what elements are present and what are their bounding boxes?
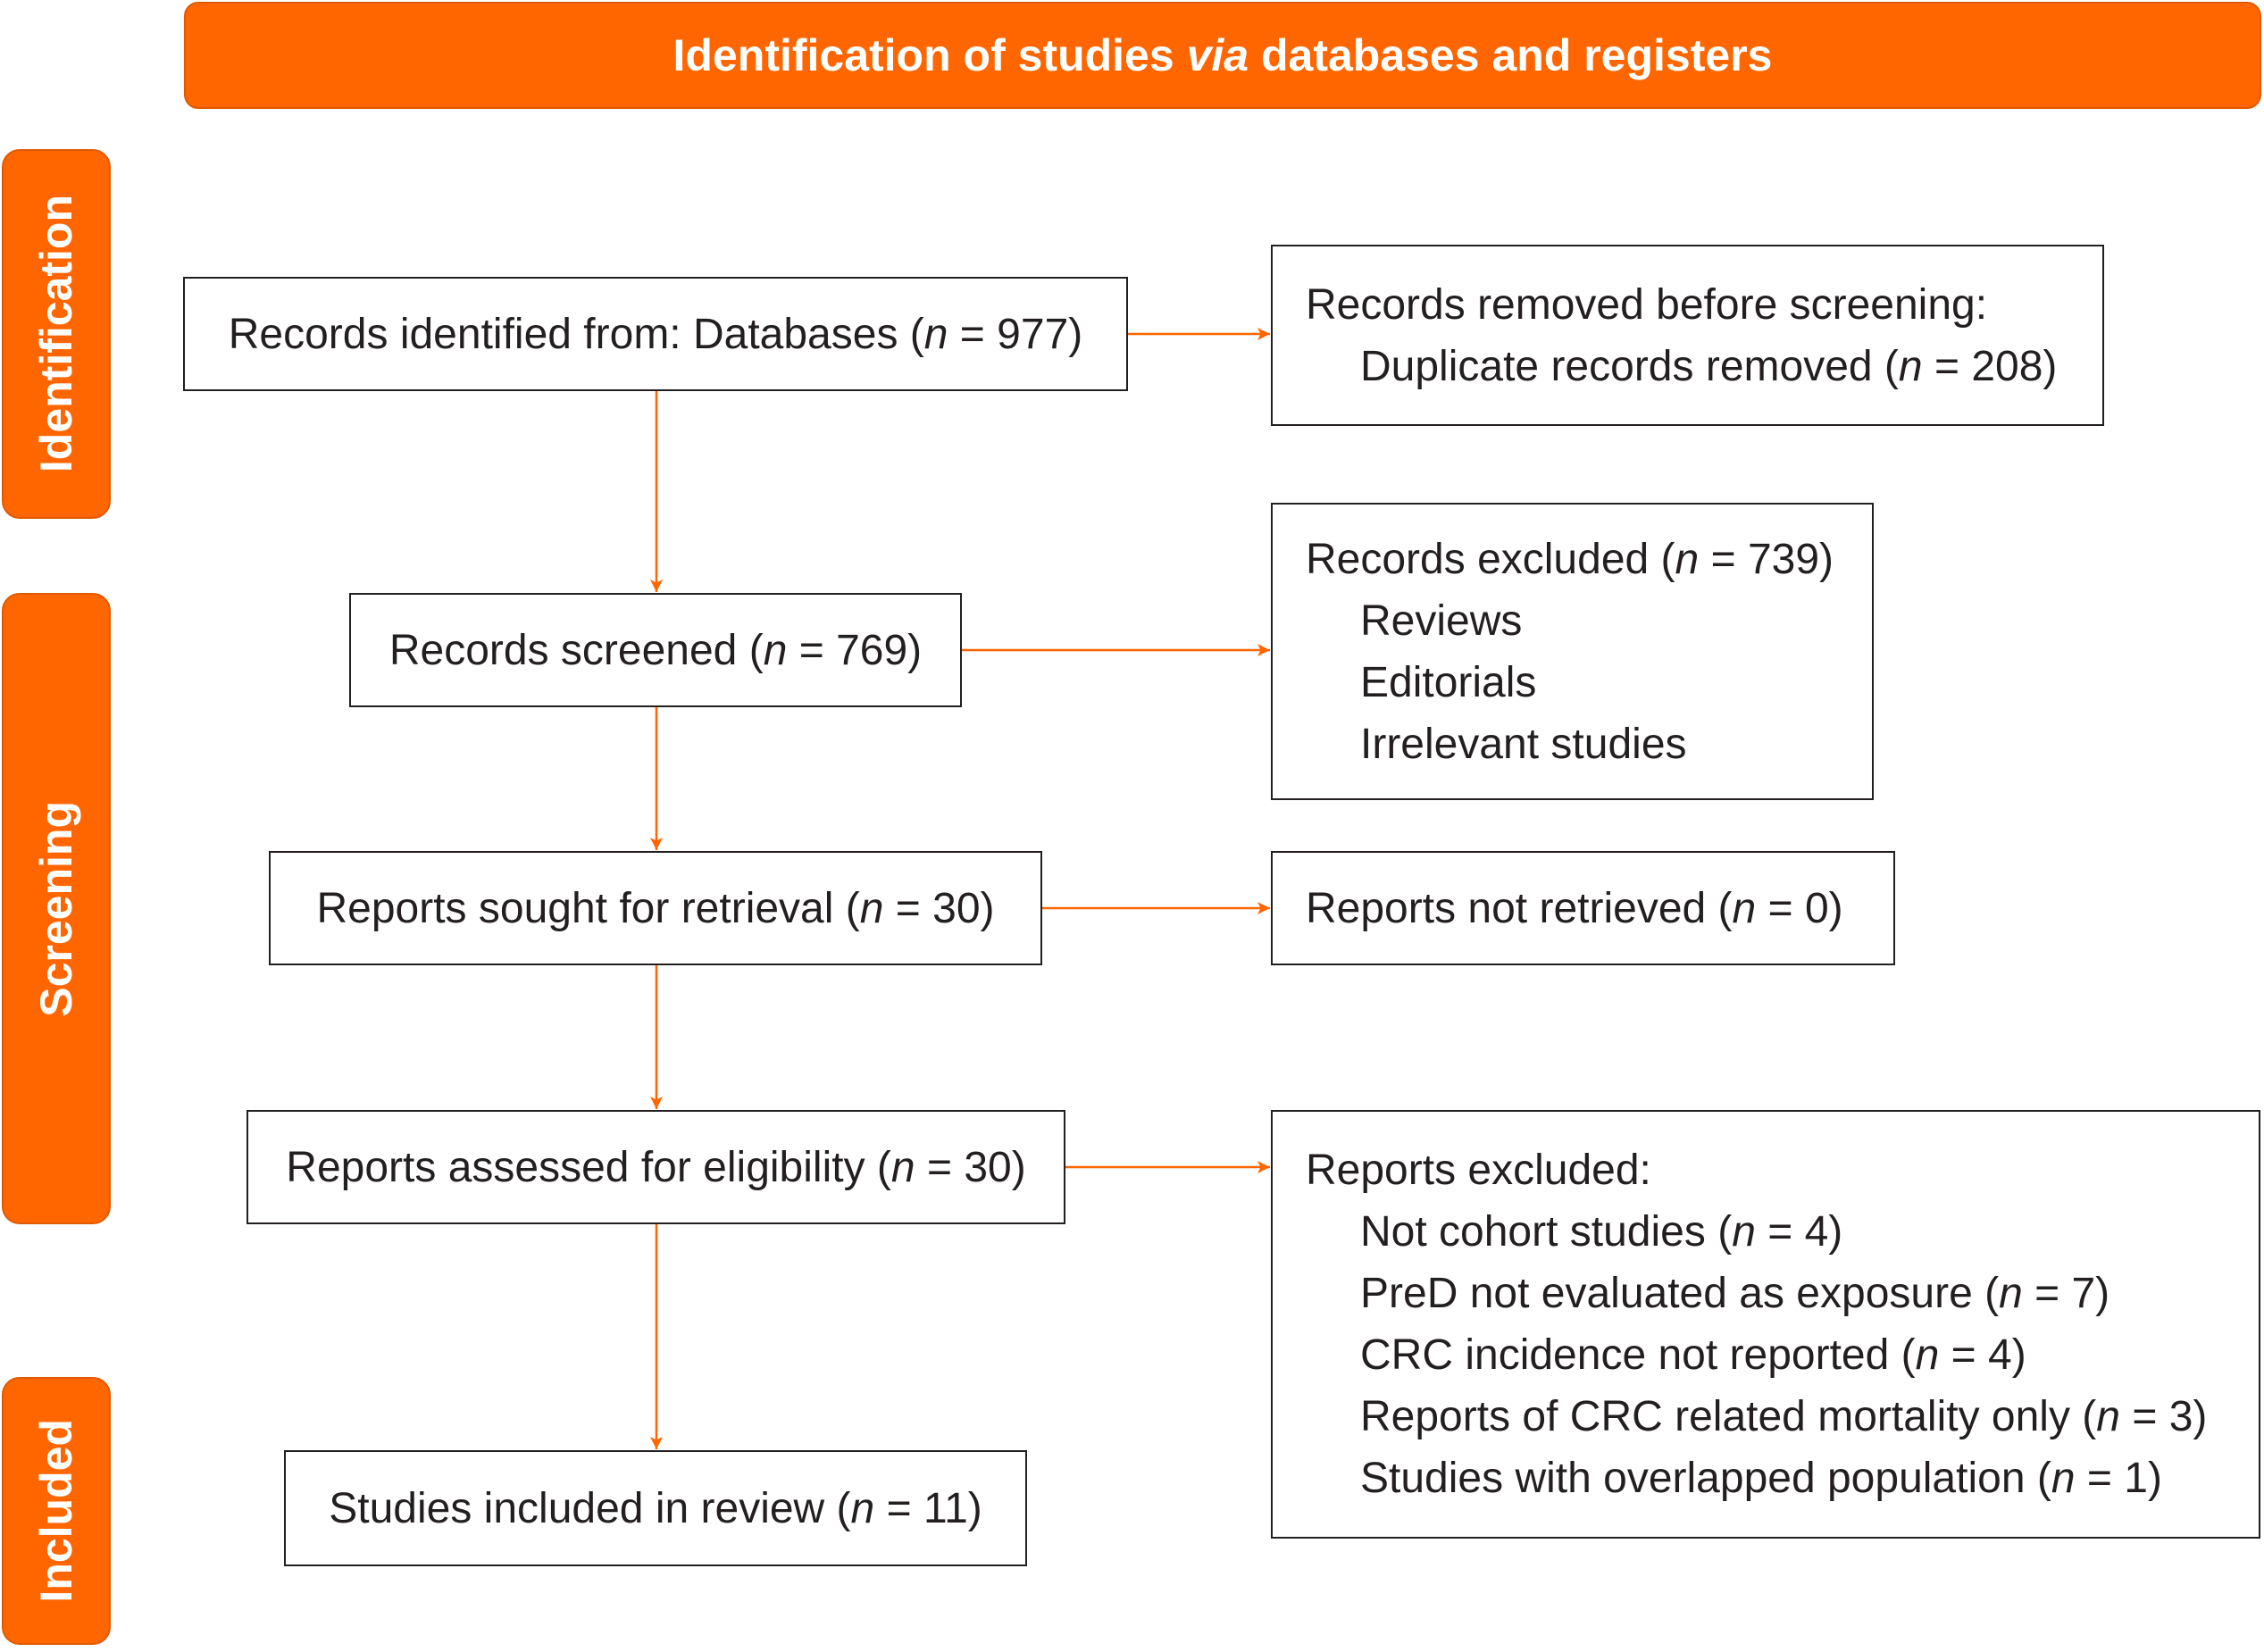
box-text-prefix: Studies included in review ( <box>329 1484 851 1532</box>
sample-size-symbol: n <box>890 1143 915 1191</box>
identification-header-banner: Identification of studies via databases … <box>184 2 2261 109</box>
sample-size-symbol: n <box>2096 1393 2120 1440</box>
phase-identification: Identification <box>2 149 111 519</box>
list-item: Not cohort studies (n = 4) <box>1306 1201 2259 1263</box>
list-item: Editorials <box>1360 658 1537 706</box>
list-item: Duplicate records removed (n = 208) <box>1306 336 2102 397</box>
box-text-prefix: Records identified from: Databases ( <box>228 310 924 358</box>
records-removed-box: Records removed before screening: Duplic… <box>1271 245 2104 426</box>
list-item: PreD not evaluated as exposure (n = 7) <box>1306 1263 2259 1324</box>
sample-size-symbol: n <box>859 884 884 932</box>
list-item: Irrelevant studies <box>1360 720 1687 768</box>
header-title-emphasis: via <box>1186 30 1249 80</box>
phase-included: Included <box>2 1377 111 1645</box>
item-text-count: = 0) <box>1756 884 1843 932</box>
studies-included-text: Studies included in review (n = 11) <box>329 1478 982 1539</box>
phase-included-label: Included <box>31 1419 81 1603</box>
item-text-count: = 3) <box>2119 1393 2208 1440</box>
item-text-count: = 4) <box>1939 1331 2026 1379</box>
box-text-count: = 11) <box>874 1484 982 1532</box>
box-text-count: = 30) <box>883 884 995 932</box>
sample-size-symbol: n <box>2051 1455 2076 1502</box>
list-item: CRC incidence not reported (n = 4) <box>1306 1324 2259 1386</box>
header-title-start: Identification of studies <box>673 30 1187 80</box>
list-item: Reviews <box>1360 597 1523 645</box>
box-text-prefix: Reports sought for retrieval ( <box>316 884 860 932</box>
phase-screening-label: Screening <box>31 800 81 1017</box>
records-screened-box: Records screened (n = 769) <box>349 593 962 707</box>
list-item: Reports of CRC related mortality only (n… <box>1306 1386 2259 1448</box>
reports-not-retrieved-box: Reports not retrieved (n = 0) <box>1271 851 1895 965</box>
item-text-prefix: Studies with overlapped population ( <box>1360 1455 2051 1502</box>
item-text-prefix: Reports not retrieved ( <box>1306 884 1733 932</box>
item-text-count: = 4) <box>1755 1208 1843 1256</box>
item-text-prefix: Reports of CRC related mortality only ( <box>1360 1393 2097 1440</box>
records-identified-box: Records identified from: Databases (n = … <box>183 277 1128 391</box>
item-text-count: = 208) <box>1922 342 2058 390</box>
box-text-count: = 769) <box>787 626 923 674</box>
item-text-prefix: CRC incidence not reported ( <box>1360 1331 1916 1379</box>
reports-assessed-box: Reports assessed for eligibility (n = 30… <box>246 1110 1065 1224</box>
reports-sought-text: Reports sought for retrieval (n = 30) <box>316 878 994 939</box>
item-text-prefix: PreD not evaluated as exposure ( <box>1360 1270 2000 1317</box>
sample-size-symbol: n <box>1732 1208 1756 1256</box>
box-text-prefix: Records screened ( <box>388 626 764 674</box>
phase-identification-label: Identification <box>31 195 81 473</box>
reports-excluded-title: Reports excluded: <box>1306 1147 1651 1194</box>
reports-not-retrieved-text: Reports not retrieved (n = 0) <box>1306 878 1893 939</box>
sample-size-symbol: n <box>763 626 788 674</box>
records-excluded-title: Records excluded (n = 739) <box>1306 529 1872 590</box>
item-text-count: = 739) <box>1699 535 1834 583</box>
item-text-count: = 1) <box>2075 1455 2162 1502</box>
sample-size-symbol: n <box>1732 884 1757 932</box>
item-text-count: = 7) <box>2022 1270 2110 1317</box>
reports-excluded-box: Reports excluded: Not cohort studies (n … <box>1271 1110 2260 1539</box>
studies-included-box: Studies included in review (n = 11) <box>284 1450 1027 1566</box>
box-text-prefix: Reports assessed for eligibility ( <box>286 1143 891 1191</box>
reports-assessed-text: Reports assessed for eligibility (n = 30… <box>286 1137 1025 1198</box>
sample-size-symbol: n <box>850 1484 875 1532</box>
records-identified-text: Records identified from: Databases (n = … <box>229 304 1083 365</box>
list-item: Studies with overlapped population (n = … <box>1306 1448 2259 1509</box>
item-text-prefix: Duplicate records removed ( <box>1360 342 1899 390</box>
item-text-prefix: Not cohort studies ( <box>1360 1208 1733 1256</box>
sample-size-symbol: n <box>1675 535 1700 583</box>
item-text-prefix: Records excluded ( <box>1306 535 1675 583</box>
phase-screening: Screening <box>2 593 111 1224</box>
records-excluded-box: Records excluded (n = 739) Reviews Edito… <box>1271 503 1874 800</box>
sample-size-symbol: n <box>1898 342 1923 390</box>
records-removed-title: Records removed before screening: <box>1306 280 1988 329</box>
box-text-count: = 977) <box>948 310 1083 358</box>
sample-size-symbol: n <box>923 310 948 358</box>
header-title-end: databases and registers <box>1249 30 1773 80</box>
sample-size-symbol: n <box>1999 1270 2023 1317</box>
header-title: Identification of studies via databases … <box>673 29 1773 81</box>
records-screened-text: Records screened (n = 769) <box>389 620 922 681</box>
reports-sought-box: Reports sought for retrieval (n = 30) <box>269 851 1042 965</box>
sample-size-symbol: n <box>1915 1331 1940 1379</box>
box-text-count: = 30) <box>915 1143 1026 1191</box>
